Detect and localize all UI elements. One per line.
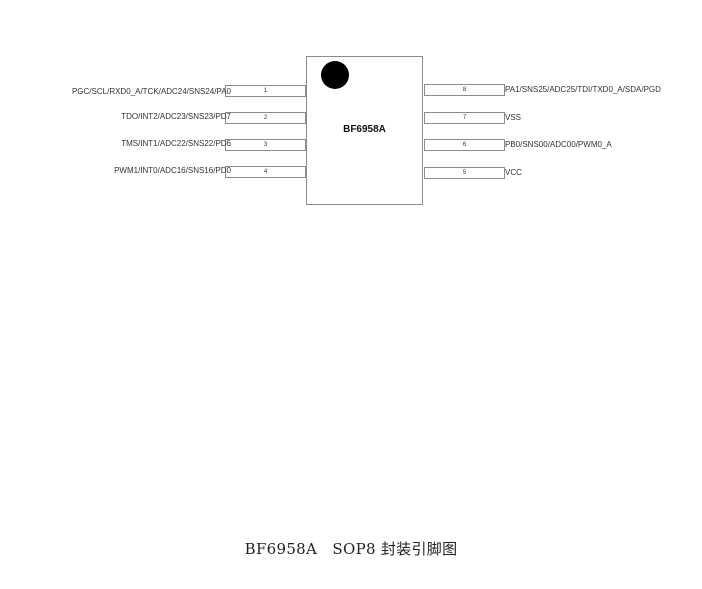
pin-4-label: PWM1/INT0/ADC16/SNS16/PD0 (114, 166, 231, 175)
caption-part: BF6958A (244, 540, 318, 558)
pin-6-label: PB0/SNS00/ADC00/PWM0_A (505, 140, 612, 149)
pin-6-lead: 6 (424, 139, 505, 151)
pin-2-label: TDO/INT2/ADC23/SNS23/PD7 (121, 112, 231, 121)
pin-1-lead: 1 (225, 85, 306, 97)
pin-3-lead: 3 (225, 139, 306, 151)
pin-8-lead: 8 (424, 84, 505, 96)
pin-5-lead: 5 (424, 167, 505, 179)
caption-text: SOP8 封装引脚图 (332, 540, 458, 558)
pin-5-label: VCC (505, 168, 522, 177)
chip-name: BF6958A (343, 124, 386, 135)
pin-3-label: TMS/INT1/ADC22/SNS22/PD6 (121, 139, 231, 148)
pin1-indicator-dot (321, 61, 349, 89)
pin-4-lead: 4 (225, 166, 306, 178)
pin-7-label: VSS (505, 113, 522, 122)
pin-1-label: PGC/SCL/RXD0_A/TCK/ADC24/SNS24/PA0 (71, 87, 231, 96)
diagram-caption: BF6958A SOP8 封装引脚图 (0, 538, 702, 559)
pin-7-lead: 7 (424, 112, 505, 124)
pin-2-lead: 2 (225, 112, 306, 124)
pin-8-label: PA1/SNS25/ADC25/TDI/TXD0_A/SDA/PGD (505, 85, 661, 94)
